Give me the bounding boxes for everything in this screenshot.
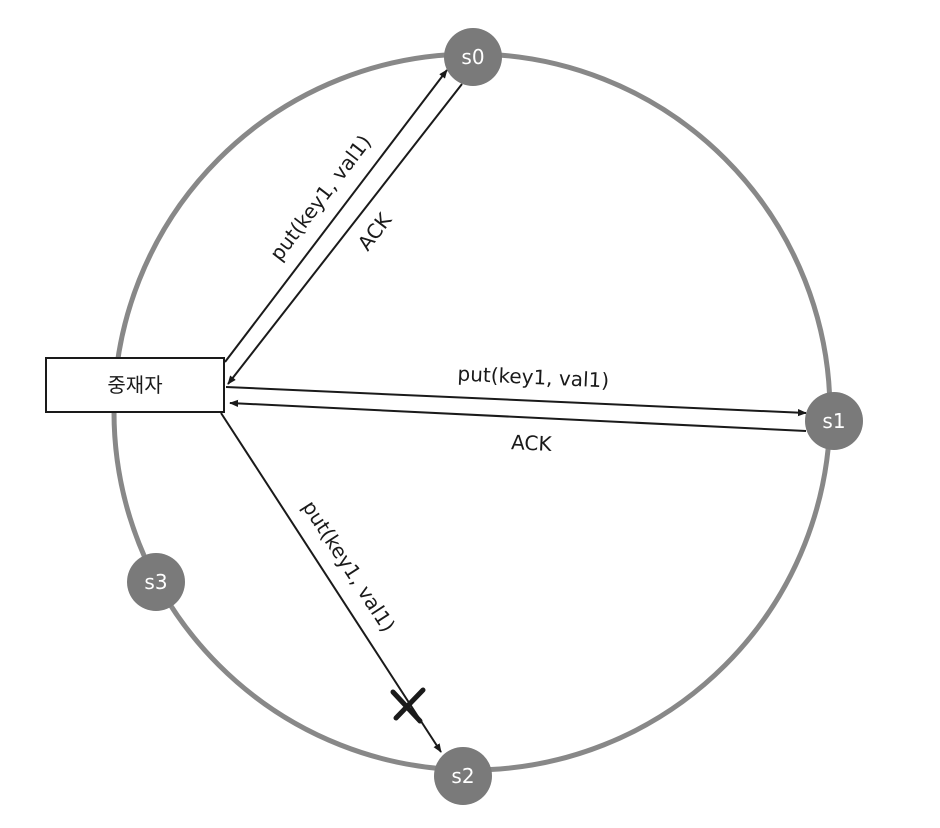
coordinator-box: 중재자 [45, 357, 225, 413]
arrow-ack-from-s0 [227, 83, 463, 385]
node-s2-label: s2 [451, 764, 474, 788]
node-s3: s3 [127, 553, 185, 611]
arrow-put-to-s0 [224, 69, 448, 363]
node-s2: s2 [434, 747, 492, 805]
arrow-put-to-s2 [220, 412, 442, 753]
node-s0: s0 [444, 28, 502, 86]
arrow-ack-from-s1 [229, 399, 807, 432]
node-s1: s1 [805, 392, 863, 450]
arrow-put-to-s1 [225, 386, 807, 417]
label-ack-s1: ACK [511, 430, 553, 456]
x-mark-icon [390, 687, 426, 724]
label-put-s2: put(key1, val1) [298, 496, 401, 636]
coordinator-label: 중재자 [107, 373, 162, 397]
node-s0-label: s0 [461, 45, 484, 69]
node-s1-label: s1 [822, 409, 845, 433]
label-put-s1: put(key1, val1) [457, 362, 610, 393]
node-s3-label: s3 [144, 570, 167, 594]
